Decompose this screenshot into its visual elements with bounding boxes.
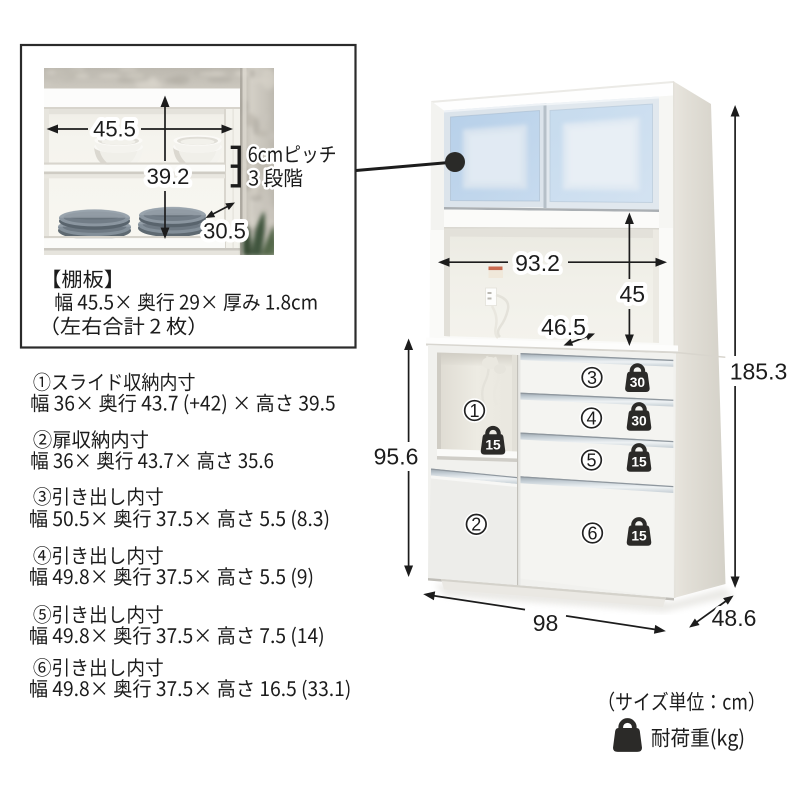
svg-text:45: 45 — [620, 281, 646, 307]
svg-text:15: 15 — [631, 455, 647, 470]
svg-text:30.5: 30.5 — [203, 219, 246, 244]
svg-text:6: 6 — [587, 523, 597, 543]
svg-text:1: 1 — [469, 401, 479, 421]
svg-text:15: 15 — [631, 529, 647, 544]
svg-text:4: 4 — [586, 408, 596, 428]
svg-text:15: 15 — [485, 437, 501, 452]
svg-text:5: 5 — [586, 450, 596, 470]
svg-text:2: 2 — [471, 515, 481, 535]
svg-text:45.5: 45.5 — [93, 117, 136, 142]
svg-text:46.5: 46.5 — [541, 314, 586, 340]
svg-text:48.6: 48.6 — [712, 605, 757, 631]
svg-text:30: 30 — [631, 414, 647, 429]
svg-text:185.3: 185.3 — [730, 359, 788, 385]
svg-text:95.6: 95.6 — [374, 443, 419, 469]
svg-text:30: 30 — [630, 375, 646, 390]
svg-text:3: 3 — [587, 368, 597, 388]
svg-text:39.2: 39.2 — [147, 164, 190, 189]
svg-text:98: 98 — [533, 610, 559, 636]
svg-text:93.2: 93.2 — [515, 250, 560, 276]
